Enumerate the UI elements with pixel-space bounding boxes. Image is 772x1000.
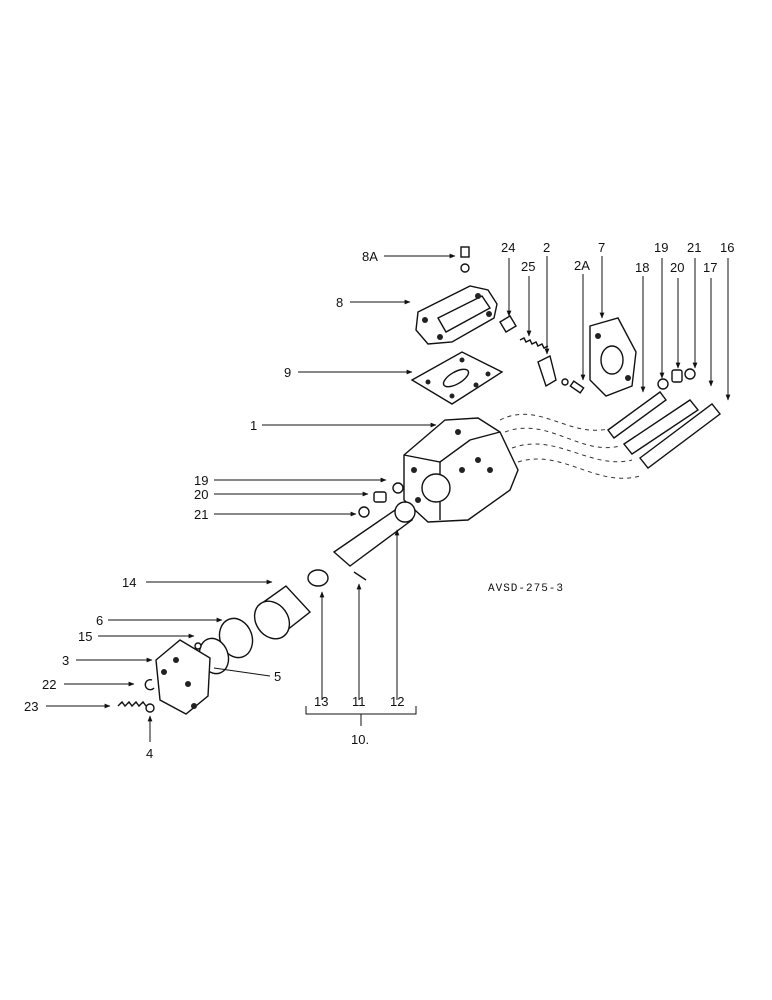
label-21-left: 21 <box>194 507 208 522</box>
label-10: 10. <box>351 732 369 747</box>
part-24-sleeve <box>499 315 517 333</box>
part-7-end-cover <box>589 317 637 397</box>
label-16: 16 <box>720 240 734 255</box>
label-6: 6 <box>96 613 103 628</box>
label-14: 14 <box>122 575 136 590</box>
part-20-right-spring <box>671 369 683 383</box>
label-7: 7 <box>598 240 605 255</box>
part-19-right-nut <box>657 378 669 390</box>
label-1: 1 <box>250 418 257 433</box>
part-15-ring <box>194 642 202 650</box>
label-11: 11 <box>352 694 366 709</box>
label-19-left: 19 <box>194 473 208 488</box>
label-17: 17 <box>703 260 717 275</box>
label-13: 13 <box>314 694 328 709</box>
part-8-cover <box>415 285 498 345</box>
part-8a-bolt <box>460 246 470 273</box>
dashed-path-2 <box>504 427 621 449</box>
label-9: 9 <box>284 365 291 380</box>
label-20-right: 20 <box>670 260 684 275</box>
label-15: 15 <box>78 629 92 644</box>
dashed-path-1 <box>499 413 613 431</box>
label-24: 24 <box>501 240 515 255</box>
label-2a: 2A <box>574 258 590 273</box>
part-21-right-cap <box>684 368 696 380</box>
label-18: 18 <box>635 260 649 275</box>
part-3-cylinder-head <box>155 639 211 715</box>
part-16-spool <box>639 403 721 469</box>
label-3: 3 <box>62 653 69 668</box>
drawing-code: AVSD-275-3 <box>488 583 564 595</box>
part-13-tip <box>307 569 329 587</box>
label-8: 8 <box>336 295 343 310</box>
part-19-left-nut <box>392 482 404 494</box>
part-2a-fitting <box>561 378 585 394</box>
part-25-spring <box>519 337 549 349</box>
leader-5 <box>213 667 271 677</box>
part-12-plunger <box>332 501 416 567</box>
label-5: 5 <box>274 669 281 684</box>
label-12: 12 <box>390 694 404 709</box>
part-18-spool <box>607 391 667 439</box>
label-2: 2 <box>543 240 550 255</box>
part-11-pin <box>353 571 367 581</box>
part-22-clip <box>144 678 155 691</box>
label-19-right: 19 <box>654 240 668 255</box>
label-21-right: 21 <box>687 240 701 255</box>
label-20-left: 20 <box>194 487 208 502</box>
label-25: 25 <box>521 259 535 274</box>
part-1-valve-body <box>403 417 519 523</box>
label-22: 22 <box>42 677 56 692</box>
part-17-spool <box>622 399 700 455</box>
part-14-piston <box>253 585 312 640</box>
part-2-tube <box>537 354 557 388</box>
part-23-spring <box>117 700 147 708</box>
part-9-gasket <box>410 351 504 405</box>
part-21-left-cap <box>358 506 370 518</box>
part-20-left-spring <box>373 491 387 503</box>
part-4-plug <box>145 703 155 713</box>
label-23: 23 <box>24 699 38 714</box>
label-4: 4 <box>146 746 153 761</box>
label-8a: 8A <box>362 249 378 264</box>
